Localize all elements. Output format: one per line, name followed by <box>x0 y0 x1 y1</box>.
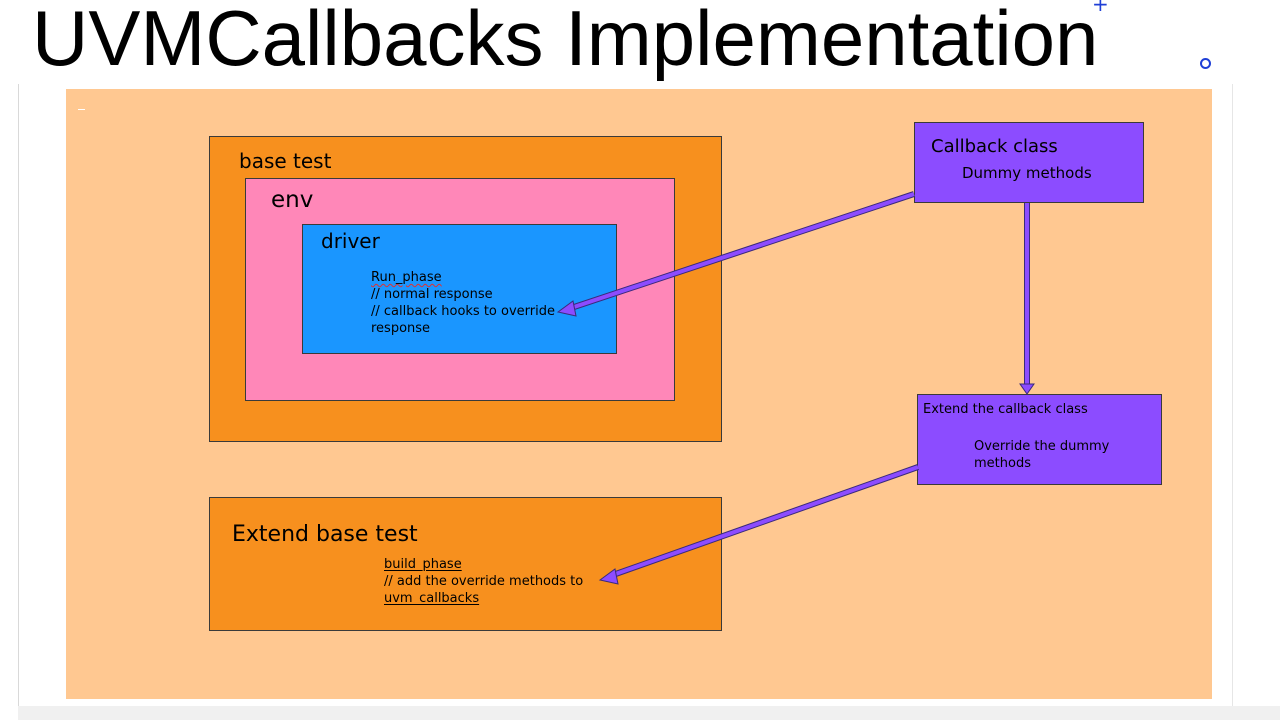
uvm-callbacks-line: uvm_callbacks <box>384 591 480 606</box>
override-line-1: Override the dummy <box>974 439 1110 454</box>
base-test-label: base test <box>239 149 332 173</box>
arrow-callback-to-driver <box>556 191 915 317</box>
override-text: Override the dummy methods <box>974 438 1109 472</box>
circle-icon <box>1200 58 1211 69</box>
build-phase-text: build_phase // add the override methods … <box>384 556 583 607</box>
arrow-extend-to-test <box>598 464 920 585</box>
page-title: UVMCallbacks Implementation <box>32 0 1099 82</box>
override-line-2: methods <box>974 456 1031 471</box>
callback-class-box <box>914 122 1144 203</box>
slide-left-border <box>18 84 19 706</box>
driver-line-response: response <box>371 321 431 336</box>
extend-callback-label: Extend the callback class <box>923 402 1088 417</box>
env-label: env <box>271 187 314 213</box>
arrow-callback-to-extend <box>1019 203 1035 395</box>
driver-label: driver <box>321 229 380 253</box>
plus-icon: + <box>1092 0 1109 16</box>
callback-class-label: Callback class <box>931 136 1058 157</box>
extend-callback-box <box>917 394 1162 485</box>
driver-text: Run_phase // normal response // callback… <box>371 269 555 337</box>
driver-line-run-phase: Run_phase <box>371 270 442 285</box>
build-phase-line: build_phase <box>384 557 462 572</box>
driver-line-hooks: // callback hooks to override <box>371 304 555 319</box>
driver-box <box>302 224 617 354</box>
dummy-methods-label: Dummy methods <box>962 164 1092 182</box>
driver-line-normal: // normal response <box>371 287 493 302</box>
override-methods-line: // add the override methods to <box>384 574 584 589</box>
slide-right-border <box>1232 84 1233 706</box>
extend-base-test-label: Extend base test <box>232 522 418 547</box>
bottom-strip <box>18 706 1280 720</box>
decorative-dash <box>78 109 85 110</box>
